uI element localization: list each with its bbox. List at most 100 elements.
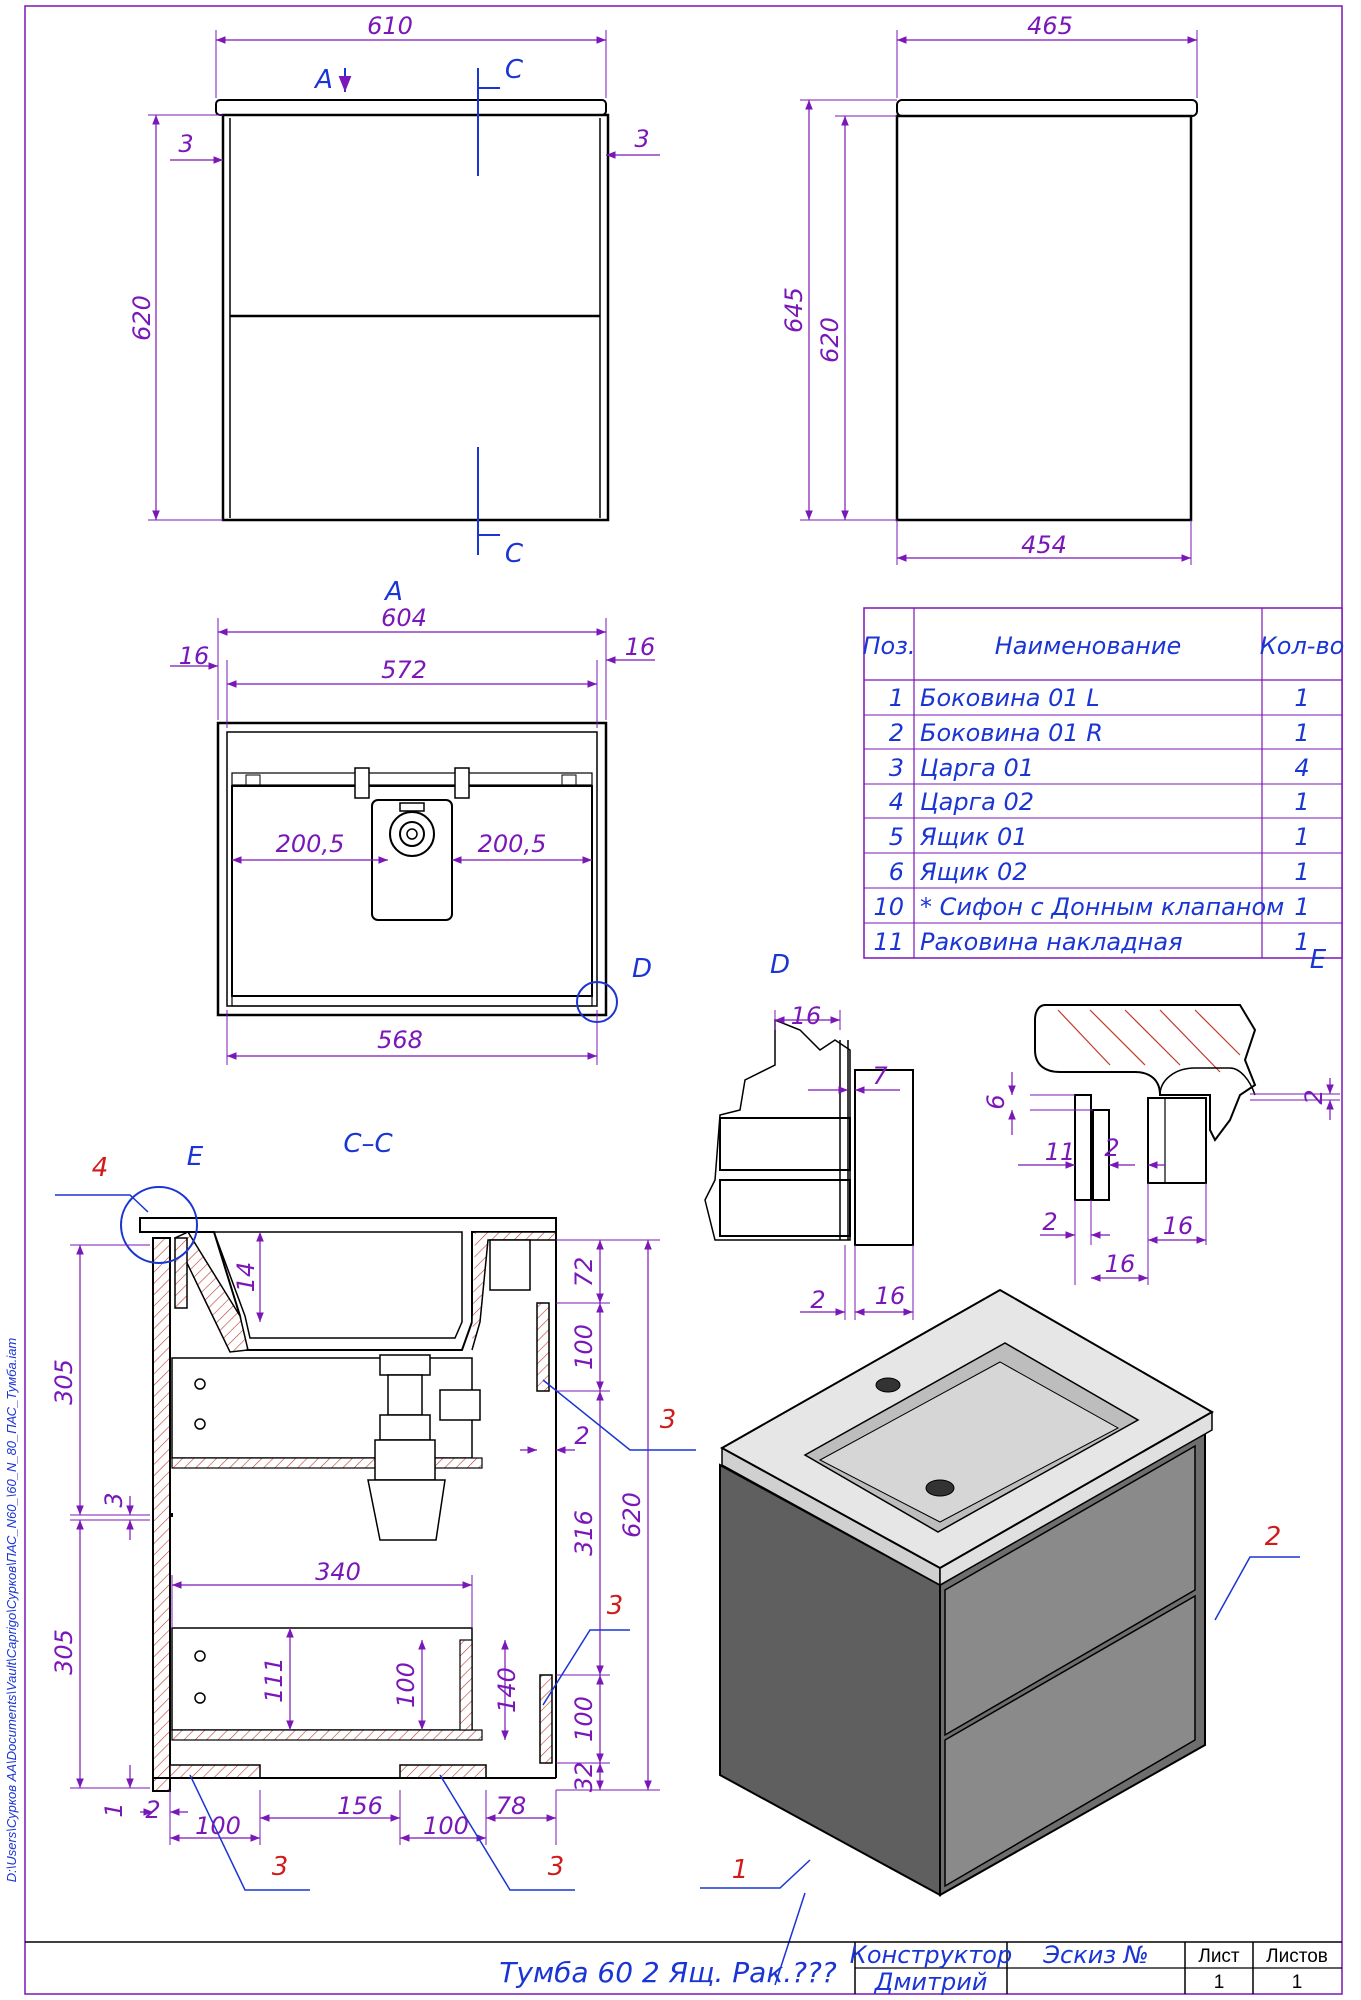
table-row-pos: 4	[889, 788, 904, 816]
top-view	[170, 618, 655, 1065]
sheet-frame	[24, 5, 1343, 1995]
table-row-name: Боковина 01 R	[920, 719, 1103, 747]
table-row-qty: 1	[1294, 928, 1309, 956]
cc-bottom-2-dim: 2	[145, 1796, 160, 1824]
table-row-qty: 4	[1294, 754, 1309, 782]
cc-r72-dim: 72	[570, 1257, 598, 1288]
table-row-name: * Сифон с Донным клапаном	[920, 893, 1284, 921]
section-cc-view	[55, 1186, 696, 1891]
detail-e-b-dim: 2	[1104, 1134, 1119, 1162]
table-row-pos: 3	[889, 754, 904, 782]
cc-w100a-dim: 100	[195, 1812, 241, 1840]
callout-4: 4	[92, 1153, 109, 1183]
detail-d-title: D	[770, 950, 790, 980]
view-arrow-label: A	[313, 65, 333, 95]
front-height-dim: 620	[128, 295, 156, 341]
detail-d-bottom-left-dim: 2	[810, 1286, 825, 1314]
cc-h100a-dim: 100	[392, 1662, 420, 1708]
front-gap-left-dim: 3	[178, 130, 193, 158]
section-cc-title: C–C	[343, 1129, 393, 1159]
table-header-name: Наименование	[995, 632, 1182, 660]
sheet-label: Лист	[1198, 1946, 1240, 1967]
top-left-edge-dim: 16	[179, 642, 210, 670]
detail-e-title: E	[1310, 945, 1327, 975]
detail-d-view	[704, 1010, 914, 1320]
cc-upper-305-dim: 305	[50, 1359, 78, 1405]
detail-e-d-dim: 16	[1163, 1212, 1194, 1240]
section-mark-top: C	[505, 55, 524, 85]
side-view	[800, 30, 1198, 565]
detail-e-right-h-dim: 2	[1300, 1089, 1328, 1104]
table-row-name: Царга 02	[920, 788, 1034, 816]
sheets-label: Листов	[1266, 1946, 1328, 1967]
designer-name: Дмитрий	[874, 1968, 988, 1996]
cc-r620-dim: 620	[618, 1492, 646, 1538]
cc-h140-dim: 140	[493, 1667, 521, 1713]
top-view-title: A	[383, 577, 403, 607]
table-row-name: Раковина накладная	[920, 928, 1183, 956]
table-row-pos: 6	[889, 858, 904, 886]
cc-lower-305-dim: 305	[50, 1629, 78, 1675]
callout-2: 2	[1265, 1522, 1282, 1552]
section-mark-bottom: C	[505, 539, 524, 569]
cc-r100b-dim: 100	[570, 1696, 598, 1742]
table-row-pos: 2	[889, 719, 904, 747]
title-block	[25, 1941, 1342, 1994]
table-row-name: Боковина 01 L	[920, 684, 1100, 712]
detail-d-top-dim: 16	[791, 1002, 822, 1030]
front-width-dim: 610	[367, 12, 413, 40]
cc-w100b-dim: 100	[423, 1812, 469, 1840]
detail-e-c-dim: 2	[1042, 1208, 1057, 1236]
cc-r2-dim: 2	[574, 1422, 589, 1450]
table-row-pos: 5	[889, 823, 904, 851]
front-gap-right-dim: 3	[634, 125, 649, 153]
callout-3-bottom-right: 3	[548, 1852, 565, 1882]
cc-r316-dim: 316	[570, 1510, 598, 1556]
cc-gap-3-dim: 3	[100, 1492, 128, 1507]
detail-e-marker: E	[187, 1142, 204, 1172]
file-path: D:\Users\Сурков АА\Documents\Vault\Capri…	[4, 1338, 19, 1883]
detail-d-bottom-right-dim: 16	[875, 1282, 906, 1310]
side-body-height-dim: 620	[816, 317, 844, 363]
callout-1: 1	[732, 1855, 749, 1885]
table-row-qty: 1	[1294, 858, 1309, 886]
product-name: Тумба 60 2 Ящ. Рак.???	[499, 1956, 837, 1989]
side-top-width-dim: 465	[1027, 12, 1073, 40]
table-row-qty: 1	[1294, 719, 1309, 747]
cc-r32-dim: 32	[570, 1762, 598, 1793]
cc-drawer-340-dim: 340	[315, 1558, 361, 1586]
top-right-edge-dim: 16	[625, 633, 656, 661]
front-view	[148, 30, 660, 555]
side-total-height-dim: 645	[780, 287, 808, 333]
detail-e-left-h-dim: 6	[982, 1094, 1010, 1109]
table-row-pos: 11	[873, 928, 904, 956]
top-inner-dim: 572	[381, 656, 427, 684]
table-row-pos: 1	[889, 684, 904, 712]
cc-r100a-dim: 100	[570, 1324, 598, 1370]
top-left-offset-dim: 200,5	[276, 830, 345, 858]
detail-d-marker: D	[632, 954, 652, 984]
top-outer-dim: 604	[381, 604, 427, 632]
sheets-count: 1	[1292, 1972, 1303, 1993]
callout-3-lower: 3	[607, 1591, 624, 1621]
table-row-name: Царга 01	[920, 754, 1034, 782]
parts-table	[863, 607, 1343, 959]
detail-d-gap-dim: 7	[872, 1062, 888, 1090]
table-row-pos: 10	[873, 893, 904, 921]
side-bottom-width-dim: 454	[1021, 531, 1067, 559]
callout-3-upper: 3	[660, 1405, 677, 1435]
sheet-number: 1	[1214, 1972, 1225, 1993]
cc-w156-dim: 156	[337, 1792, 383, 1820]
cc-sink-14-dim: 14	[232, 1262, 260, 1293]
table-row-qty: 1	[1294, 893, 1309, 921]
detail-e-e-dim: 16	[1105, 1250, 1136, 1278]
table-row-name: Ящик 02	[919, 858, 1028, 886]
table-row-qty: 1	[1294, 823, 1309, 851]
cc-w78-dim: 78	[496, 1792, 527, 1820]
isometric-view	[700, 1288, 1300, 1990]
top-bottom-dim: 568	[377, 1026, 423, 1054]
table-row-qty: 1	[1294, 684, 1309, 712]
table-row-qty: 1	[1294, 788, 1309, 816]
table-header-pos: Поз.	[862, 632, 915, 660]
